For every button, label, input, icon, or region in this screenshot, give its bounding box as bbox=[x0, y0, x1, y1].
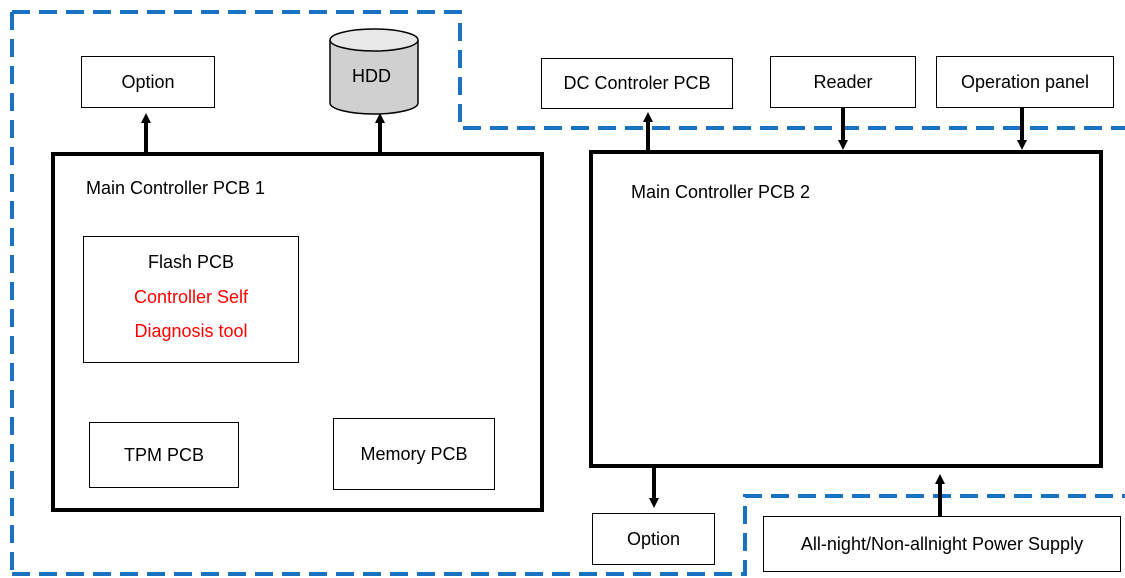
main-controller-pcb-2: Main Controller PCB 2 bbox=[589, 150, 1103, 468]
flash-pcb-tool-line2: Diagnosis tool bbox=[134, 321, 248, 341]
main-controller-pcb-1-title: Main Controller PCB 1 bbox=[86, 178, 266, 198]
flash-pcb-box: Flash PCB Controller Self Diagnosis tool bbox=[83, 236, 299, 363]
dc-controller-box: DC Controler PCB bbox=[541, 58, 733, 109]
hdd-cylinder bbox=[329, 28, 419, 115]
flash-pcb-tool-line1: Controller Self bbox=[133, 287, 249, 307]
option-bottom-box: Option bbox=[592, 513, 715, 565]
operation-panel-box: Operation panel bbox=[936, 56, 1114, 108]
reader-box: Reader bbox=[770, 56, 916, 108]
main-controller-pcb-2-title: Main Controller PCB 2 bbox=[631, 182, 811, 202]
tpm-pcb-box: TPM PCB bbox=[89, 422, 239, 488]
memory-pcb-box: Memory PCB bbox=[333, 418, 495, 490]
dashed-boundary bbox=[10, 10, 1125, 576]
power-supply-box: All-night/Non-allnight Power Supply bbox=[763, 516, 1121, 572]
dashed-boundary-bottom bbox=[12, 494, 1125, 576]
flash-pcb-title: Flash PCB bbox=[147, 252, 235, 272]
connectors bbox=[141, 108, 1027, 516]
dashed-boundary-main bbox=[12, 10, 1125, 130]
hdd-label: HDD bbox=[352, 66, 391, 86]
option-top-box: Option bbox=[81, 56, 215, 108]
